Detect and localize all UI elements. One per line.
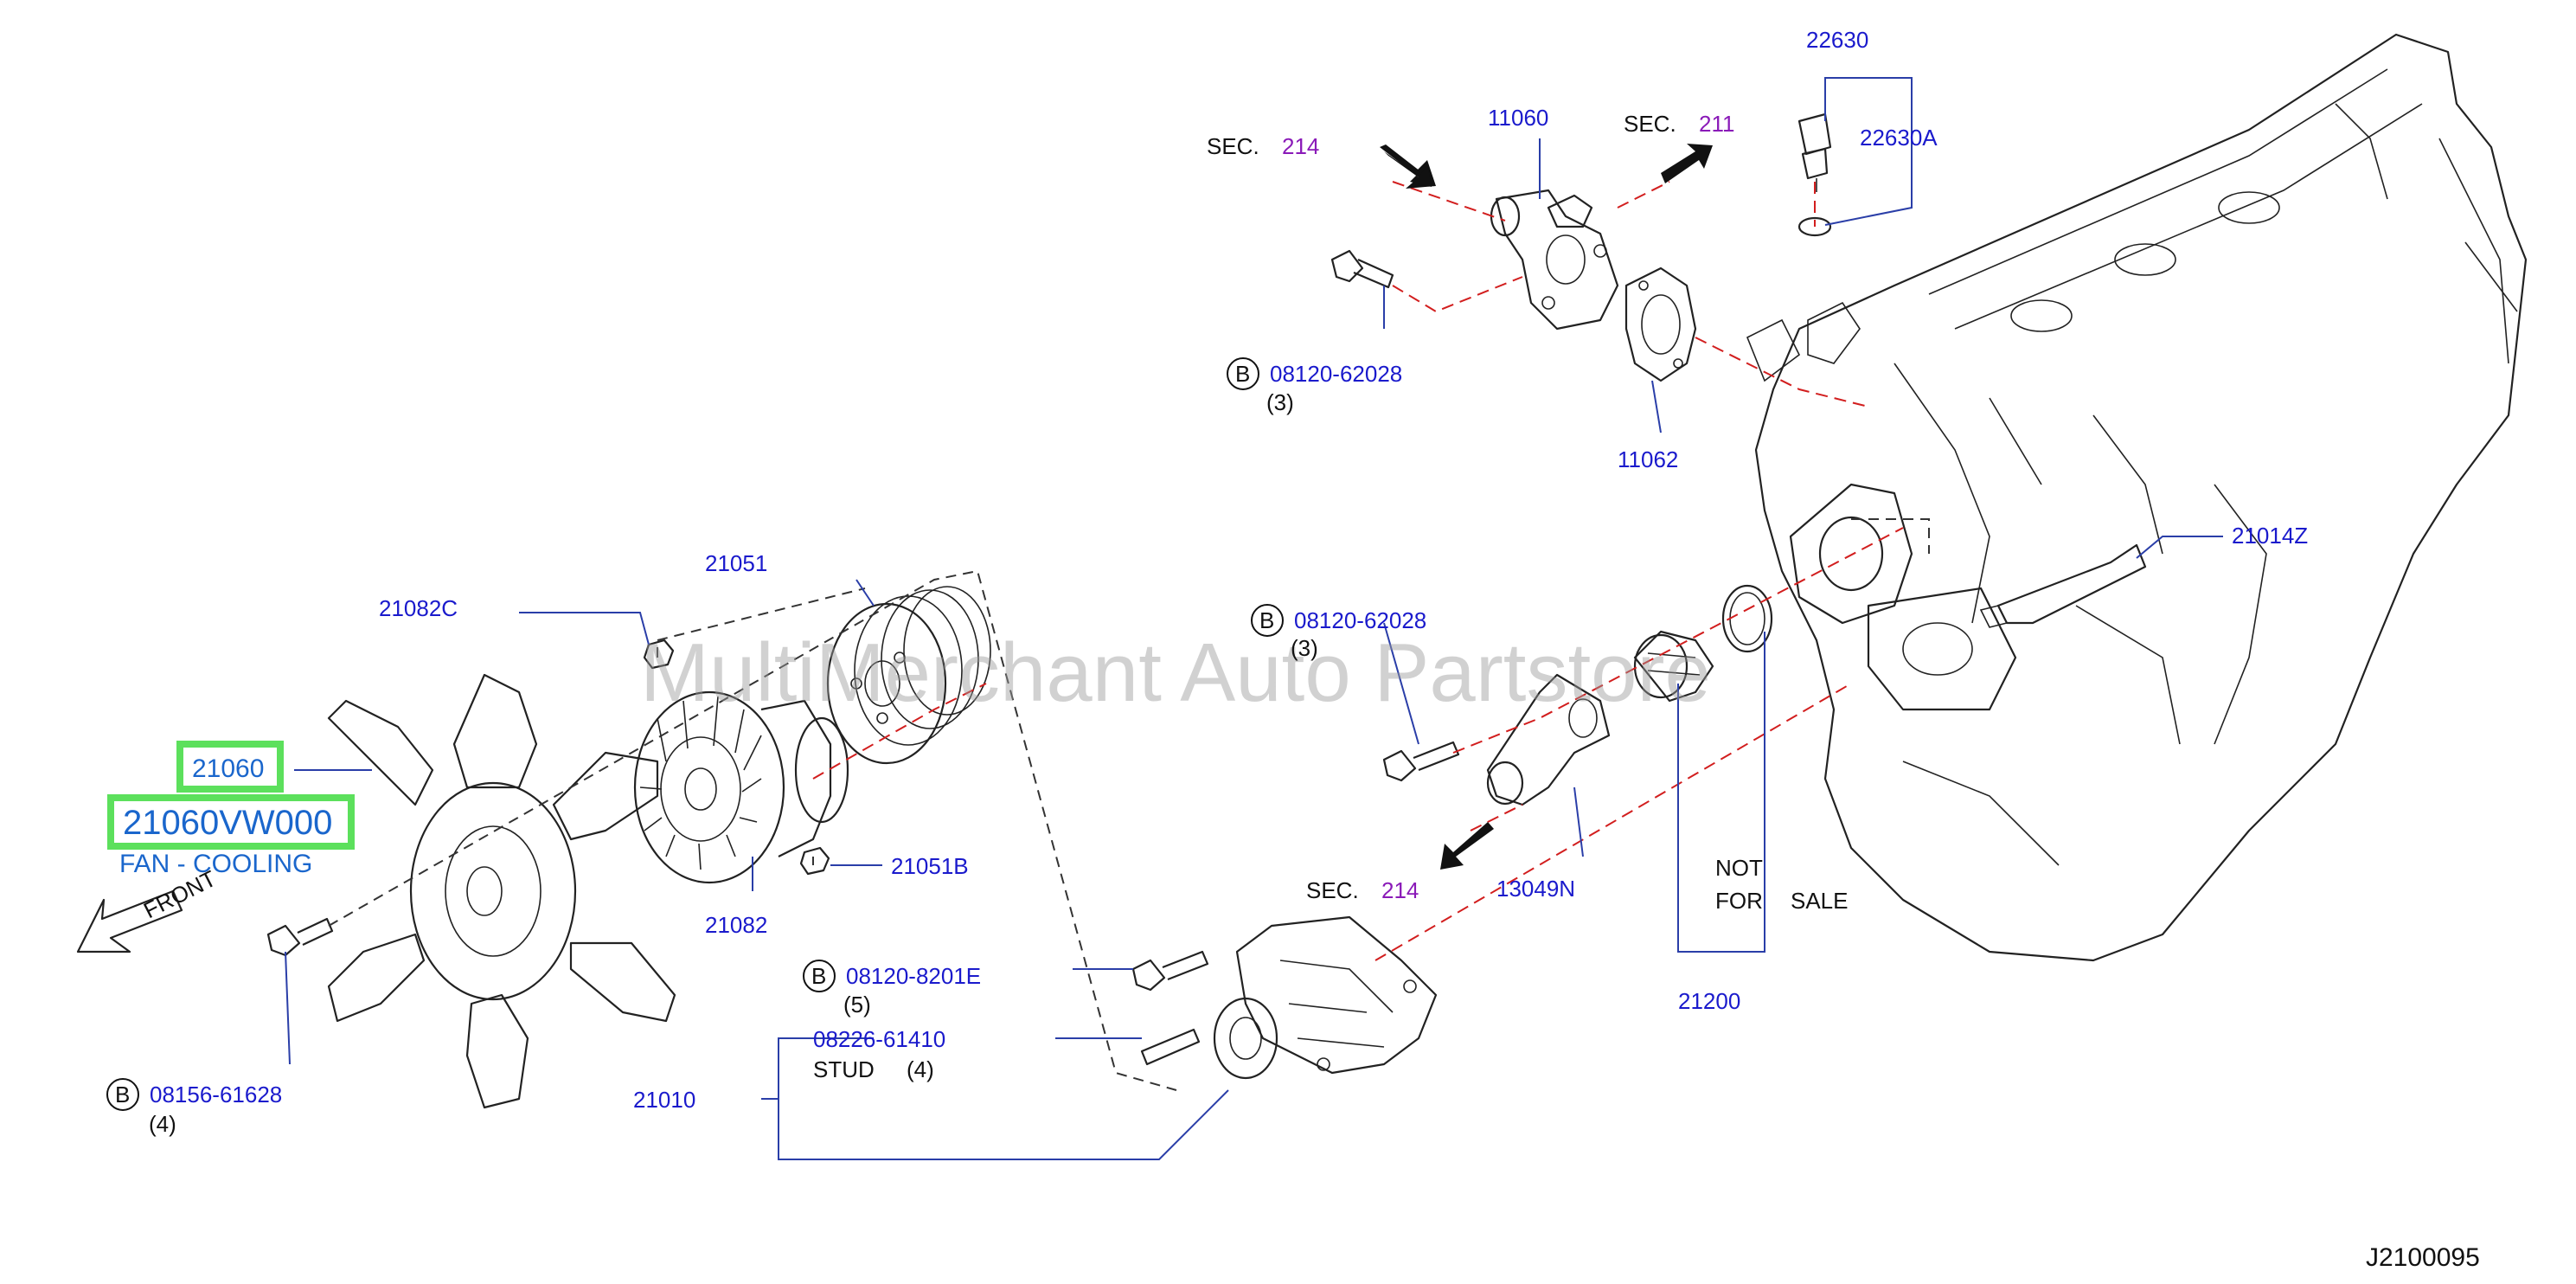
bolt-marker-4 [106,1078,139,1111]
highlight-box-part [176,741,284,793]
water-pump [1213,915,1438,1080]
label-13049N[interactable]: 13049N [1496,876,1575,902]
label-21200[interactable]: 21200 [1678,988,1740,1014]
label-21082[interactable]: 21082 [705,912,767,938]
label-11062[interactable]: 11062 [1618,446,1678,472]
watermark: MultiMerchant Auto Partstore [640,626,1711,719]
stud-pump [1140,1028,1201,1066]
qty-bolt-1: (3) [1266,389,1294,415]
stud-label: STUD [813,1056,875,1082]
label-bolt-4[interactable]: 08156-61628 [150,1082,282,1107]
thermostat [1633,630,1714,703]
not-for-sale-1: NOT [1715,855,1763,881]
highlight-description: FAN - COOLING [119,850,312,878]
sec-number-2[interactable]: 211 [1699,111,1734,137]
not-for-sale-3: SALE [1791,888,1849,914]
sec-arrow-icon-2 [1661,144,1713,183]
label-22630[interactable]: 22630 [1806,27,1868,53]
highlight-full-part-number[interactable]: 21060VW000 [123,804,332,842]
sec-arrow-icon-3 [1440,822,1494,870]
label-bolt-2[interactable]: 08120-62028 [1294,607,1426,633]
fan-coupling [633,690,849,884]
sec-label-2: SEC. [1624,111,1676,137]
bolt-marker-3 [803,960,836,992]
gasket-outlet [1624,266,1697,382]
cooling-fan [327,673,676,1109]
qty-bolt-4: (4) [149,1111,176,1137]
diagram-ref: J2100095 [2366,1243,2480,1272]
sec-number-1[interactable]: 214 [1282,133,1319,159]
label-bolt-1[interactable]: 08120-62028 [1270,361,1402,387]
label-22630A[interactable]: 22630A [1860,125,1938,151]
engine-block [1746,33,2528,962]
not-for-sale-2: FOR [1715,888,1763,914]
label-21014Z[interactable]: 21014Z [2232,523,2308,549]
highlight-group: 21060 21060VW000 FAN - COOLING [107,741,355,878]
bolt-marker-1 [1227,357,1259,390]
bolt-marker-1-text: B [1235,361,1250,387]
bolt-marker-3-text: B [811,963,826,989]
label-bolt-3[interactable]: 08120-8201E [846,963,981,989]
sec-label-1: SEC. [1207,133,1259,159]
leader-lines [285,77,2223,1160]
highlight-part-number[interactable]: 21060 [192,754,264,783]
bolt-thermostat [1382,741,1460,782]
label-21051B[interactable]: 21051B [891,853,969,879]
pulley [826,586,991,765]
hose [1979,543,2147,628]
sec-label-3: SEC. [1306,877,1359,903]
qty-bolt-3: (5) [843,992,871,1018]
highlight-box-full [107,794,355,850]
bolt-marker-4-text: B [115,1082,130,1107]
sec-number-3[interactable]: 214 [1381,877,1419,903]
bolt-marker-2-text: B [1259,607,1274,633]
water-outlet [1490,189,1619,331]
label-21051[interactable]: 21051 [705,550,767,576]
labels: 22630 22630A 11060 11062 21014Z 21051 21… [106,27,2480,1272]
sec-arrow-icon-1 [1380,144,1436,189]
nut-21082C [643,639,675,670]
label-11060[interactable]: 11060 [1488,105,1548,131]
front-arrow-icon [76,889,183,953]
thermostat-housing [1486,673,1611,806]
nut-21051B [799,846,830,876]
bolt-fan [266,917,334,957]
label-21010[interactable]: 21010 [633,1087,695,1113]
qty-bolt-2: (3) [1291,635,1318,661]
bolt-pump [1131,950,1209,992]
label-stud[interactable]: 08226-61410 [813,1026,945,1052]
assembly-lines [328,181,1930,1091]
water-temp-sensor [1797,112,1832,237]
bolt-outlet [1330,249,1394,289]
qty-stud: (4) [907,1056,934,1082]
bolt-marker-2 [1251,604,1284,637]
label-21082C[interactable]: 21082C [379,595,458,621]
